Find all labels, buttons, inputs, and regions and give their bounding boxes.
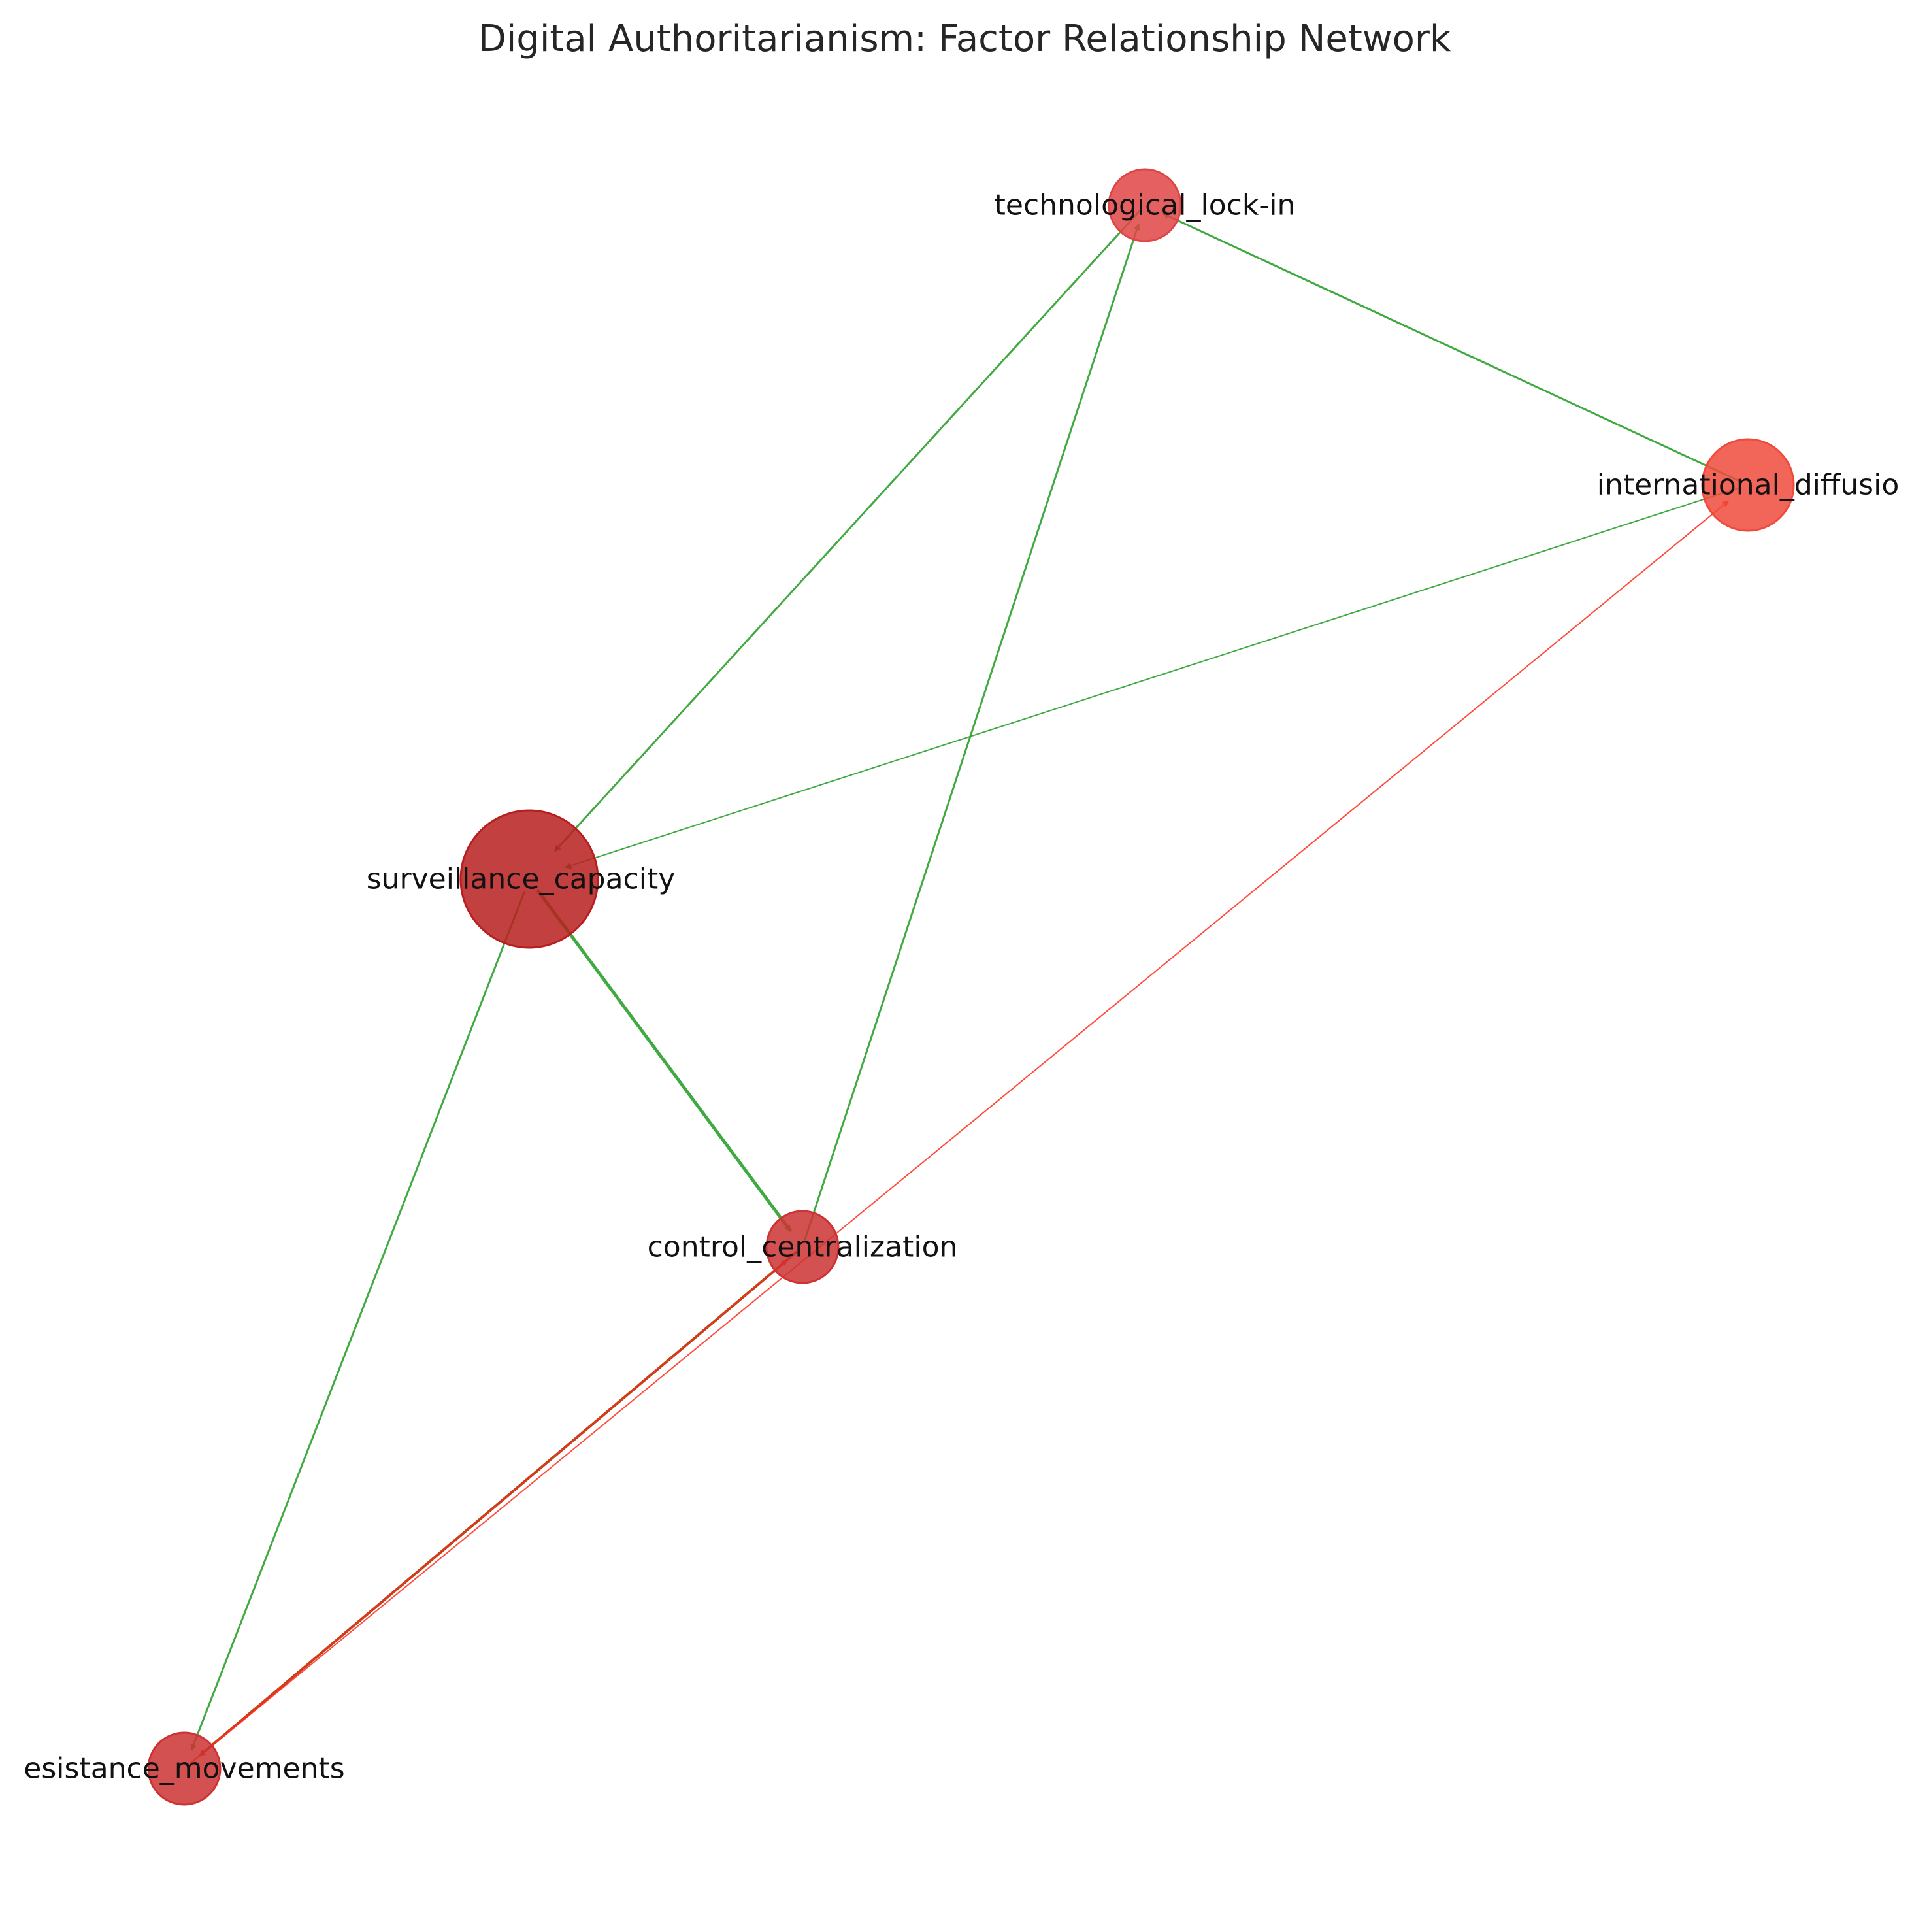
edge-surveillance-capacity-to-resistance-movements bbox=[190, 891, 525, 1751]
node-label-control-centralization: control_centralization bbox=[648, 1231, 958, 1264]
edges-layer bbox=[189, 210, 1740, 1765]
node-international-diffusion bbox=[1701, 438, 1795, 532]
node-surveillance-capacity bbox=[459, 809, 599, 949]
edge-resistance-movements-to-international-diffusion bbox=[189, 500, 1730, 1765]
edge-resistance-movements-to-control-centralization bbox=[189, 1259, 788, 1765]
labels-layer: technological_lock-in international_diffu… bbox=[24, 189, 1899, 1786]
edge-international-diffusion-to-surveillance-capacity bbox=[564, 487, 1739, 869]
edge-surveillance-capacity-to-control-centralization bbox=[536, 889, 792, 1233]
nodes-layer bbox=[147, 168, 1795, 1806]
diagram-title: Digital Authoritarianism: Factor Relatio… bbox=[478, 18, 1451, 60]
edge-control-centralization-to-technological-lock-in bbox=[804, 223, 1140, 1241]
node-technological-lock-in bbox=[1108, 168, 1182, 242]
node-label-resistance-movements: esistance_movements bbox=[24, 1752, 344, 1786]
node-label-international-diffusion: international_diffusio bbox=[1597, 469, 1900, 502]
node-label-surveillance-capacity: surveillance_capacity bbox=[367, 863, 676, 896]
node-resistance-movements bbox=[147, 1731, 222, 1806]
node-control-centralization bbox=[765, 1210, 840, 1284]
node-label-technological-lock-in: technological_lock-in bbox=[995, 189, 1296, 222]
edge-international-diffusion-to-technological-lock-in bbox=[1162, 212, 1740, 482]
edge-technological-lock-in-to-surveillance-capacity bbox=[553, 210, 1141, 852]
